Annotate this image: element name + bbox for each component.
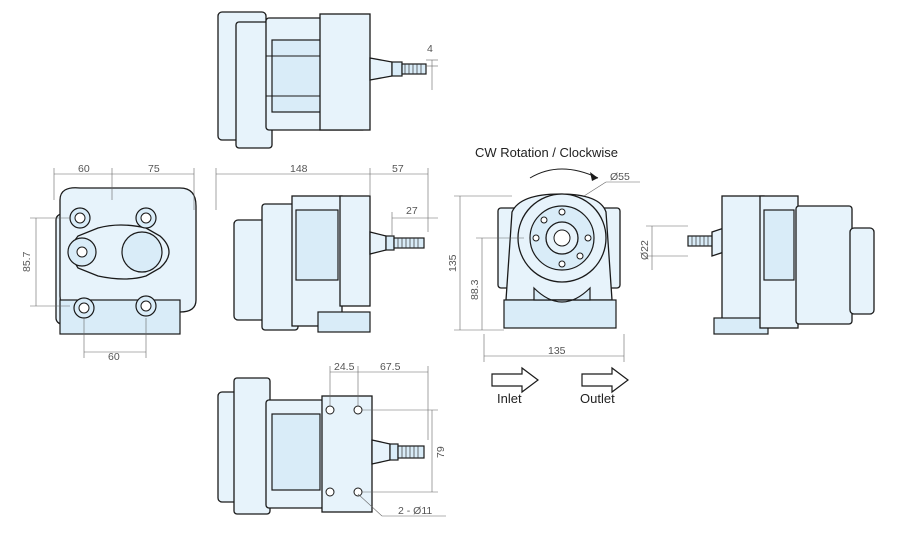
dim-rear-pcd: Ø55 — [610, 171, 630, 183]
outlet-label: Outlet — [580, 391, 615, 406]
dim-side-len: 148 — [290, 163, 308, 175]
dim-front-bottom: 60 — [108, 351, 120, 363]
dim-bot-a: 24.5 — [334, 361, 355, 373]
dim-bot-b: 67.5 — [380, 361, 401, 373]
dim-top-key: 4 — [427, 43, 433, 55]
rear-view: CW Rotation / Clockwise Ø55 135 88.3 135 — [447, 145, 640, 362]
dim-bot-holes: 2 - Ø11 — [398, 505, 432, 517]
right-side-view: Ø22 — [639, 195, 875, 335]
dim-side-shaft: 57 — [392, 163, 404, 175]
dim-front-h: 85.7 — [21, 251, 33, 272]
dim-rear-h: 135 — [447, 254, 459, 272]
front-view: 60 75 85.7 60 — [21, 163, 197, 363]
port-legend: Inlet Outlet — [491, 366, 629, 406]
dim-shaft-dia: Ø22 — [639, 240, 651, 260]
dim-bot-h: 79 — [435, 446, 447, 458]
dim-rear-w: 135 — [548, 345, 566, 357]
inlet-arrow-icon — [491, 366, 539, 394]
outlet-arrow-icon — [581, 366, 629, 394]
dim-side-shaft-len: 27 — [406, 205, 418, 217]
dim-front-w1: 60 — [78, 163, 90, 175]
inlet-label: Inlet — [497, 391, 522, 406]
dim-rear-axis: 88.3 — [469, 279, 481, 300]
rotation-arrowhead-icon — [590, 172, 598, 181]
rotation-arrow-icon — [529, 168, 599, 179]
rotation-label: CW Rotation / Clockwise — [475, 145, 618, 160]
dim-front-w2: 75 — [148, 163, 160, 175]
top-view: 4 — [217, 11, 438, 149]
side-view: 148 57 27 — [215, 163, 438, 333]
bottom-view: 24.5 67.5 79 2 - Ø11 — [217, 361, 447, 517]
